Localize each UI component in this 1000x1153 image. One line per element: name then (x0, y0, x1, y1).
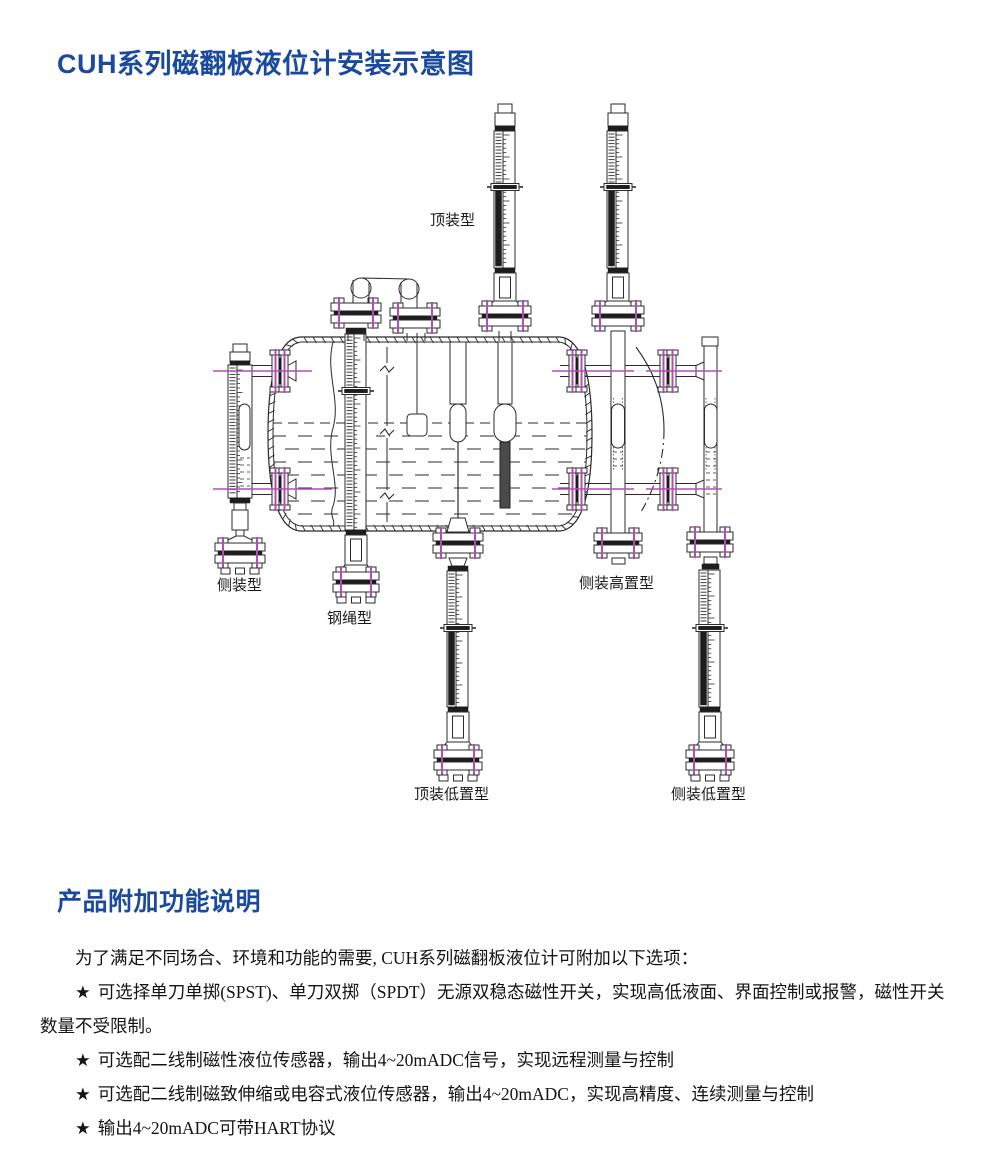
features-intro: 为了满足不同场合、环境和功能的需要, CUH系列磁翻板液位计可附加以下选项： (75, 948, 699, 968)
label-steel-rope: 钢绳型 (327, 611, 373, 627)
page-title: CUH系列磁翻板液位计安装示意图 (57, 49, 475, 79)
feature-item: ★可选配二线制磁致伸缩或电容式液位传感器，输出4~20mADC，实现高精度、连续… (75, 1084, 814, 1104)
feature-item: ★可选配二线制磁性液位传感器，输出4~20mADC信号，实现远程测量与控制 (75, 1050, 674, 1070)
star-bullet-icon: ★ (75, 1118, 91, 1138)
label-side-mounted: 侧装型 (217, 578, 263, 594)
feature-item: ★可选择单刀单掷(SPST)、单刀双掷（SPDT）无源双稳态磁性开关，实现高低液… (40, 982, 945, 1036)
label-side-mounted-low: 侧装低置型 (671, 787, 747, 803)
features-text: 为了满足不同场合、环境和功能的需要, CUH系列磁翻板液位计可附加以下选项： ★… (40, 941, 962, 1145)
feature-item: ★输出4~20mADC可带HART协议 (75, 1118, 336, 1138)
installation-diagram-drawing (213, 103, 735, 782)
star-bullet-icon: ★ (75, 1050, 91, 1070)
star-bullet-icon: ★ (75, 982, 91, 1002)
label-top-mounted: 顶装型 (430, 213, 476, 229)
star-bullet-icon: ★ (75, 1084, 91, 1104)
section-title: 产品附加功能说明 (57, 888, 262, 916)
label-top-mounted-low: 顶装低置型 (414, 787, 490, 803)
label-side-mounted-high: 侧装高置型 (579, 576, 655, 592)
